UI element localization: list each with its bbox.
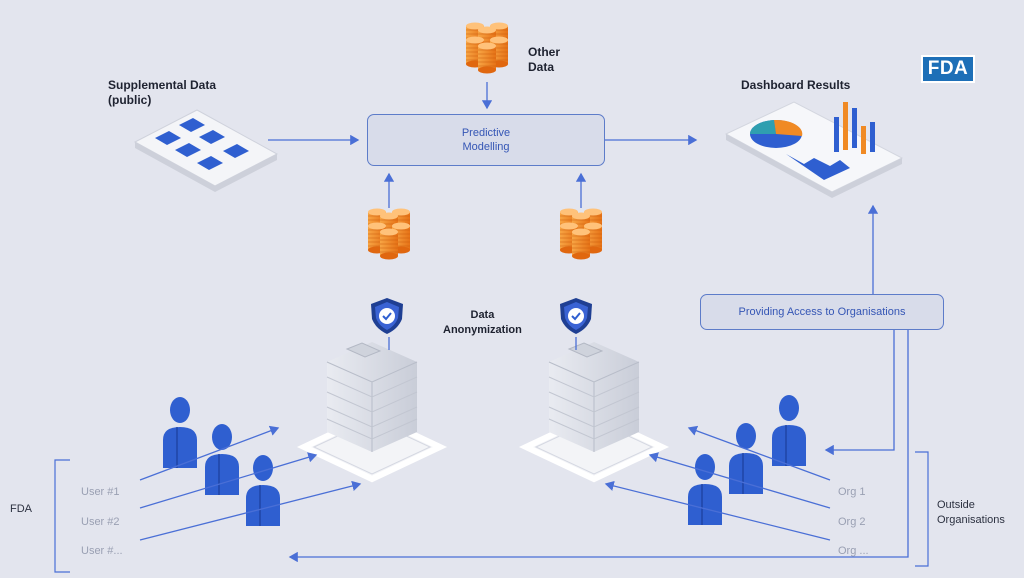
data-anonymization-label: Data Anonymization [443, 309, 522, 336]
fda-user-icon [204, 423, 240, 496]
supplemental-data-label: Supplemental Data (public) [108, 78, 217, 107]
predictive-modelling-box: Predictive Modelling [367, 114, 605, 166]
supplemental-data-panel-icon [133, 109, 279, 192]
right-shield-check-icon [559, 297, 593, 335]
right-coins-icon [560, 209, 602, 260]
flow-arrows [139, 82, 909, 563]
left-coins-icon [368, 209, 410, 260]
fda-bracket [54, 459, 70, 573]
dashboard-results-icon [724, 101, 904, 198]
org-label-2: Org 2 [838, 516, 866, 528]
right-server-icon [526, 342, 662, 479]
other-data-label: Other Data [528, 45, 561, 74]
left-shield-check-icon [370, 297, 404, 335]
other-data-coins-icon [466, 23, 508, 74]
user-label-1: User #1 [81, 486, 120, 498]
fda-logo: FDA [921, 55, 975, 83]
org-label-1: Org 1 [838, 486, 866, 498]
org-user-icon [687, 453, 723, 526]
dashboard-results-label: Dashboard Results [741, 78, 851, 92]
user-label-2: User #2 [81, 516, 120, 528]
org-user-icon [771, 394, 807, 467]
org-label-more: Org ... [838, 545, 869, 557]
left-server-icon [304, 342, 440, 479]
fda-user-icon [245, 454, 281, 527]
fda-group-label: FDA [10, 503, 32, 515]
outside-organisations-label: Outside Organisations [937, 499, 1005, 526]
fda-user-icon [162, 396, 198, 469]
providing-access-box: Providing Access to Organisations [700, 294, 944, 330]
user-label-more: User #... [81, 545, 123, 557]
outside-orgs-bracket [915, 451, 929, 567]
